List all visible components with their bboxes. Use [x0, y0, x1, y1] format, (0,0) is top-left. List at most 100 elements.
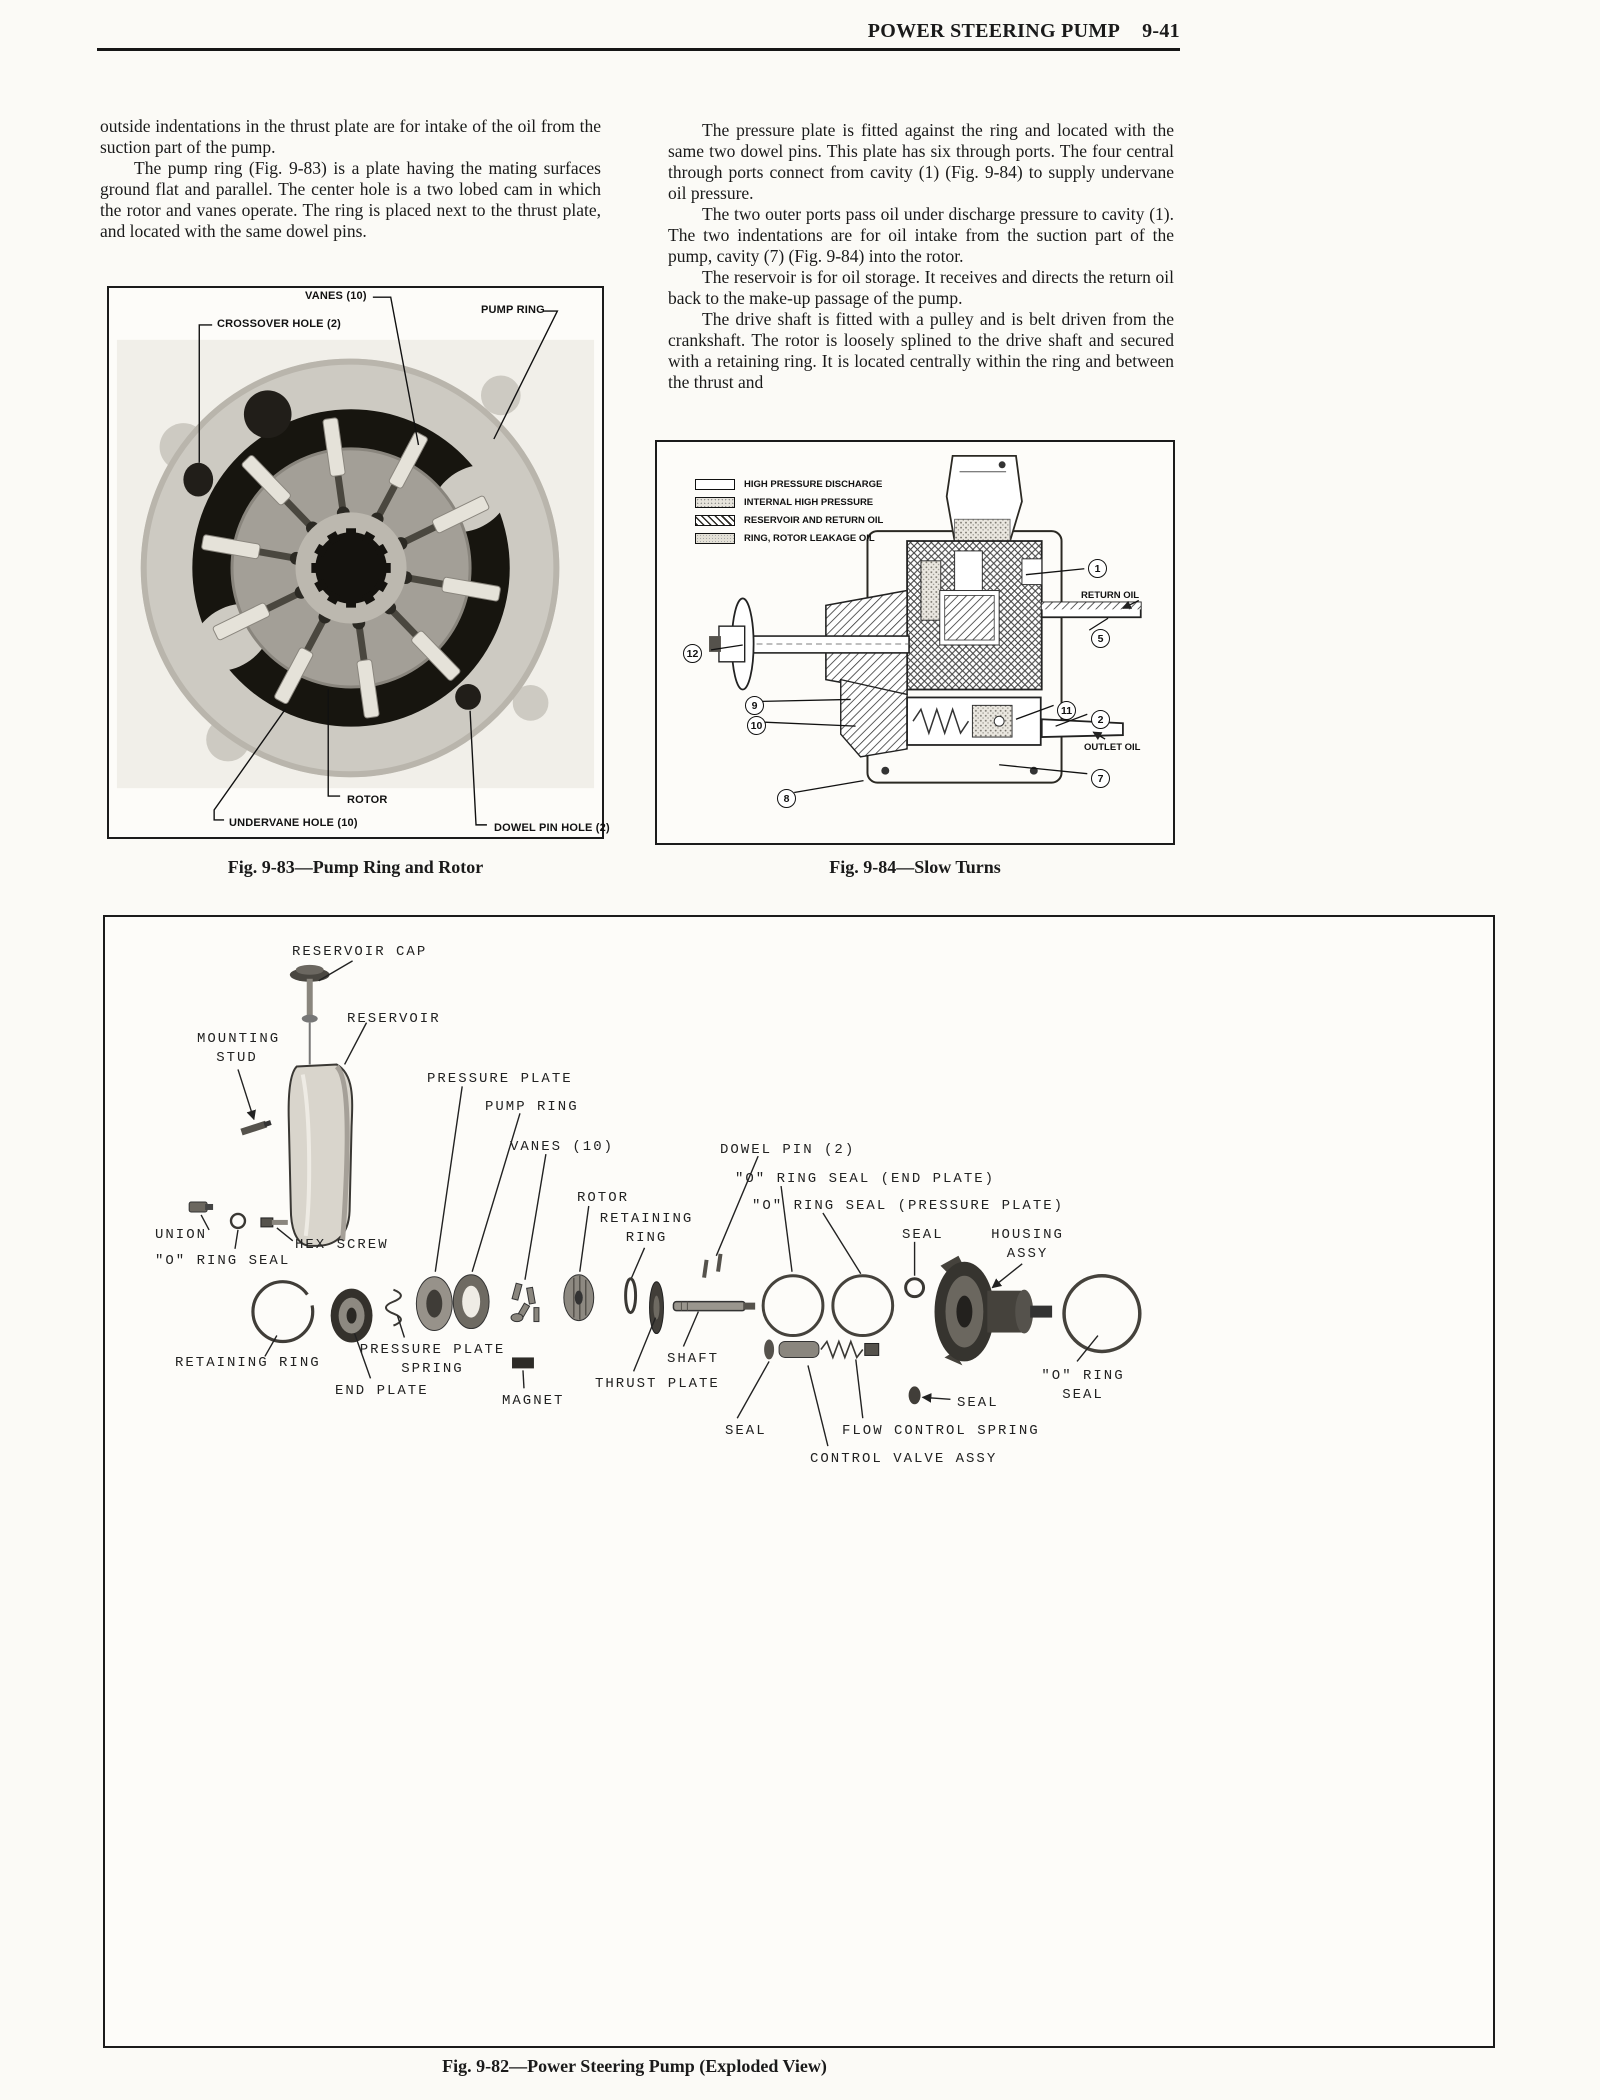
legend-label: INTERNAL HIGH PRESSURE — [744, 497, 874, 508]
legend-swatch-high-pressure-discharge — [695, 479, 735, 490]
top-casting — [945, 454, 1023, 542]
legend-label: RING, ROTOR LEAKAGE OIL — [744, 533, 875, 544]
legend-swatch-ring-rotor-leakage-oil — [695, 533, 735, 544]
seal-top-part — [904, 1277, 926, 1299]
legend-row: RESERVOIR AND RETURN OIL — [695, 514, 883, 527]
label-shaft: SHAFT — [667, 1351, 720, 1367]
pressure-plate-part — [415, 1276, 453, 1332]
figure-9-82: RESERVOIR CAP RESERVOIR MOUNTING STUD PR… — [103, 915, 1495, 2048]
label-seal-top: SEAL — [902, 1227, 944, 1243]
figure-9-83: VANES (10) PUMP RING CROSSOVER HOLE (2) … — [107, 286, 610, 839]
pressure-plate-spring-part — [385, 1288, 402, 1327]
rotor-part — [563, 1274, 595, 1322]
callout-10: 10 — [747, 716, 766, 735]
callout-leader-lines — [710, 568, 1140, 794]
callout-2: 2 — [1091, 710, 1110, 729]
label-end-plate: END PLATE — [335, 1383, 429, 1399]
callout-12: 12 — [683, 644, 702, 663]
label-pump-ring: PUMP RING — [485, 1099, 579, 1115]
callout-5: 5 — [1091, 629, 1110, 648]
label-union: UNION — [155, 1227, 208, 1243]
label-pump-ring: PUMP RING — [481, 304, 545, 316]
reservoir-cap-part — [289, 964, 330, 1065]
paragraph: The pump ring (Fig. 9-83) is a plate hav… — [100, 158, 601, 241]
union-part — [188, 1201, 214, 1213]
label-undervane-hole: UNDERVANE HOLE (10) — [229, 817, 358, 829]
label-flow-control-spring: FLOW CONTROL SPRING — [842, 1423, 1040, 1439]
label-crossover-hole: CROSSOVER HOLE (2) — [217, 318, 342, 330]
shaft-and-pulley — [709, 589, 915, 696]
label-pressure-plate: PRESSURE PLATE — [427, 1071, 573, 1087]
paragraph: The reservoir is for oil storage. It rec… — [668, 267, 1174, 308]
thrust-plate-part — [649, 1281, 664, 1335]
pump-cross-section — [709, 454, 1142, 794]
magnet-part — [512, 1357, 534, 1369]
legend-row: RING, ROTOR LEAKAGE OIL — [695, 532, 875, 545]
figure-9-84-caption: Fig. 9-84—Slow Turns — [829, 857, 1001, 877]
oring-left-part — [229, 1212, 247, 1230]
label-reservoir: RESERVOIR — [347, 1011, 441, 1027]
paragraph: outside indentations in the thrust plate… — [100, 116, 601, 157]
spline-hole — [311, 528, 391, 608]
header-rule — [97, 48, 1180, 51]
pump-ring-rotor-photo — [116, 296, 595, 826]
mounting-stud-part — [240, 1120, 272, 1136]
label-oring-right: "O" RING SEAL — [1041, 1368, 1125, 1403]
page-number: 9-41 — [1142, 20, 1180, 42]
pump-body — [906, 540, 1043, 691]
label-oring-end-plate: "O" RING SEAL (END PLATE) — [735, 1171, 996, 1187]
crossover-hole — [243, 390, 292, 439]
paragraph: The two outer ports pass oil under disch… — [668, 204, 1174, 266]
label-retaining-ring-left: RETAINING RING — [175, 1355, 321, 1371]
paragraph: The pressure plate is fitted against the… — [668, 120, 1174, 203]
label-dowel-pin: DOWEL PIN (2) — [720, 1142, 856, 1158]
callout-7: 7 — [1091, 769, 1110, 788]
exploded-view-drawing — [188, 960, 1142, 1447]
outlet-oil-pipe — [1040, 718, 1124, 738]
hex-screw-part — [260, 1217, 288, 1228]
label-pressure-plate-spring: PRESSURE PLATE SPRING — [359, 1342, 506, 1377]
callout-9: 9 — [745, 696, 764, 715]
legend-label: RESERVOIR AND RETURN OIL — [744, 515, 884, 526]
dowel-pin-hole — [455, 684, 481, 710]
label-oring-pressure-plate: "O" RING SEAL (PRESSURE PLATE) — [752, 1198, 1065, 1214]
label-housing-assy: HOUSING ASSY — [991, 1227, 1064, 1262]
housing-assy-part — [934, 1255, 1053, 1366]
oring-right-part — [1062, 1273, 1142, 1354]
legend-swatch-internal-high-pressure — [695, 497, 735, 508]
leader-lines — [200, 960, 1099, 1447]
pump-ring-part — [452, 1274, 490, 1330]
legend-row: INTERNAL HIGH PRESSURE — [695, 496, 873, 509]
label-reservoir-cap: RESERVOIR CAP — [292, 944, 428, 960]
label-vanes: VANES (10) — [510, 1139, 615, 1155]
legend-swatch-reservoir-return-oil — [695, 515, 735, 526]
bolt — [881, 766, 890, 775]
left-column: outside indentations in the thrust plate… — [100, 116, 601, 242]
oring-end-plate-part — [761, 1274, 825, 1338]
seal-right-part — [908, 1386, 921, 1405]
legend-row: HIGH PRESSURE DISCHARGE — [695, 478, 882, 491]
label-retaining-ring-center: RETAINING RING — [599, 1211, 694, 1246]
label-seal-right: SEAL — [957, 1395, 999, 1411]
retaining-ring-center-part — [624, 1277, 638, 1315]
label-dowel-pin-hole: DOWEL PIN HOLE (2) — [494, 822, 610, 834]
label-magnet: MAGNET — [502, 1393, 565, 1409]
figure-9-84: HIGH PRESSURE DISCHARGE INTERNAL HIGH PR… — [655, 440, 1175, 845]
dowel-pin-part — [702, 1253, 723, 1278]
running-head-title: POWER STEERING PUMP — [867, 20, 1121, 42]
retaining-ring-left-part — [251, 1280, 315, 1344]
return-oil-pipe — [1040, 601, 1142, 619]
figure-9-83-caption: Fig. 9-83—Pump Ring and Rotor — [227, 857, 484, 877]
label-mounting-stud: MOUNTING STUD — [197, 1031, 281, 1066]
label-rotor: ROTOR — [577, 1190, 630, 1206]
label-outlet-oil: OUTLET OIL — [1084, 742, 1141, 753]
callout-8: 8 — [777, 789, 796, 808]
leader-lines — [198, 296, 559, 826]
figure-9-82-caption: Fig. 9-82—Power Steering Pump (Exploded … — [442, 2056, 827, 2076]
crossover-hole — [183, 462, 214, 497]
right-column: The pressure plate is fitted against the… — [668, 120, 1174, 393]
label-oring-left: "O" RING SEAL — [155, 1253, 291, 1269]
reservoir-part — [287, 1063, 354, 1247]
label-control-valve-assy: CONTROL VALVE ASSY — [810, 1451, 998, 1467]
label-seal-bottom: SEAL — [725, 1423, 767, 1439]
